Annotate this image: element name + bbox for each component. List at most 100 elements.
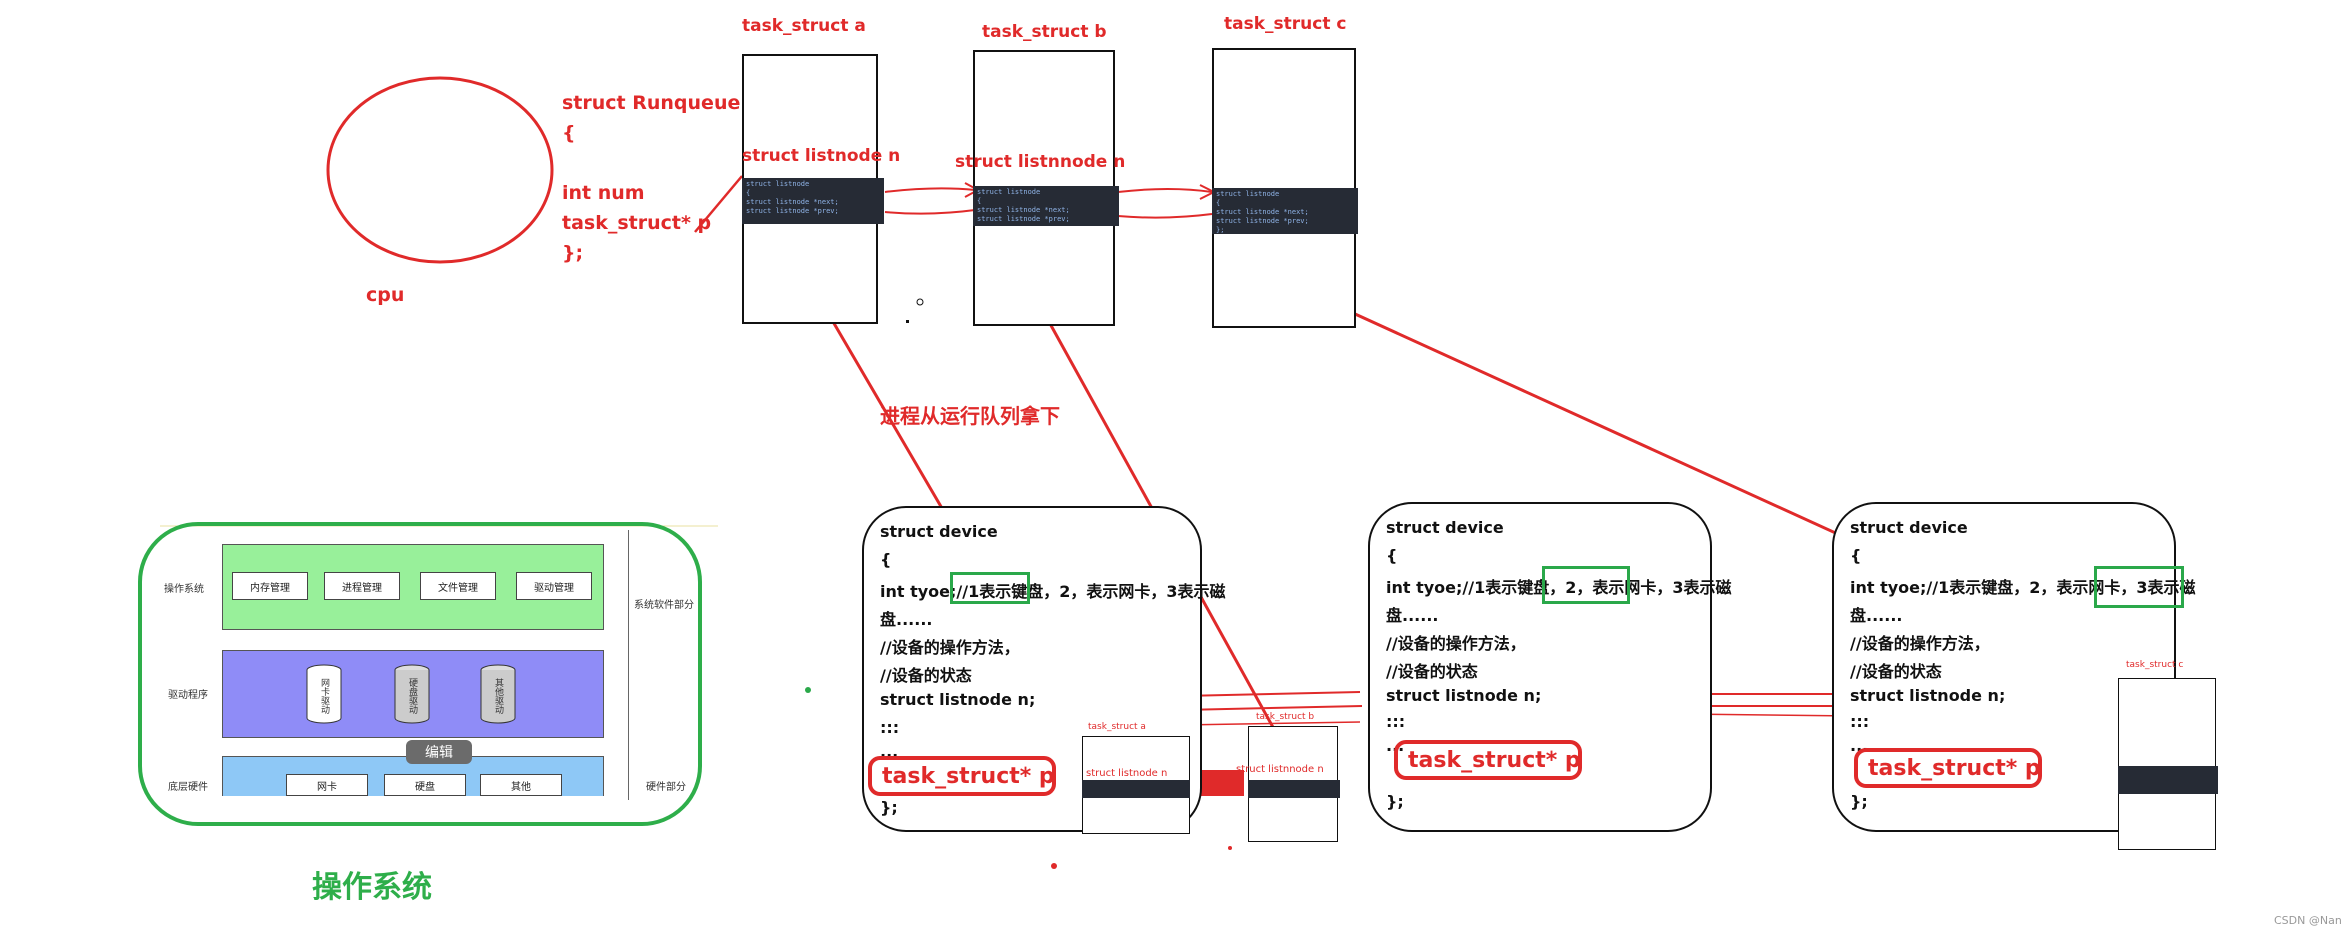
driver-label-1: 网卡驱动 (319, 678, 329, 714)
os-side-hw-part: 硬件部分 (646, 782, 686, 793)
device-1-highlight (950, 572, 1030, 604)
device-2-line-3: 盘...... (1386, 606, 1439, 625)
hw-disk: 硬盘 (384, 774, 466, 796)
task-b-code-3: struct listnode *prev; (977, 215, 1070, 223)
task-c-title: task_struct c (1224, 14, 1347, 34)
small-task-a-code (1082, 780, 1190, 798)
hw-other: 其他 (480, 774, 562, 796)
task-c-code: struct listnode { struct listnode *next;… (1212, 188, 1358, 234)
device-2-highlight (1542, 566, 1630, 604)
device-3-line-10: }; (1850, 792, 1868, 811)
driver-cylinder-3 (480, 664, 516, 724)
os-side-system: 操作系统 (164, 584, 204, 595)
device-3-line-0: struct device (1850, 518, 1968, 537)
small-task-b-node-label: struct listnnode n (1236, 764, 1324, 775)
stray-dot-1 (805, 687, 811, 693)
task-a-code: struct listnode { struct listnode *next;… (742, 178, 884, 224)
device-2-line-5: //设备的状态 (1386, 662, 1478, 681)
device-2-line-6: struct listnode n; (1386, 686, 1542, 705)
runqueue-line-5: }; (562, 242, 584, 264)
device-3-line-6: struct listnode n; (1850, 686, 2006, 705)
driver-label-2: 硬盘驱动 (407, 678, 417, 714)
edit-button[interactable]: 编辑 (406, 740, 472, 764)
os-mod-memory: 内存管理 (232, 572, 308, 600)
runqueue-line-1: { (562, 122, 576, 144)
device-3-line-3: 盘...... (1850, 606, 1903, 625)
device-1-pointer: task_struct* p (868, 756, 1056, 796)
cpu-label: cpu (366, 284, 405, 306)
runqueue-line-0: struct Runqueue (562, 92, 741, 114)
os-side-software: 系统软件部分 (634, 600, 694, 611)
link-b-to-c-next (1117, 188, 1213, 193)
task-c-code-3: struct listnode *prev; (1216, 217, 1309, 225)
device-1-line-2: int tyoe;//1表示键盘，2，表示网卡，3表示磁 (880, 582, 1226, 601)
task-b-title: task_struct b (982, 22, 1107, 42)
small-task-a-title: task_struct a (1088, 722, 1146, 732)
runqueue-line-3: int num (562, 182, 645, 204)
os-mod-file: 文件管理 (420, 572, 496, 600)
task-a-code-0: struct listnode (746, 180, 810, 188)
device-3-line-1: { (1850, 546, 1862, 565)
cpu-ellipse (326, 76, 554, 264)
task-b-code-0: struct listnode (977, 188, 1041, 196)
stray-dot-6 (906, 320, 909, 323)
os-divider (628, 530, 629, 800)
device-3-highlight (2094, 566, 2184, 608)
link-b-to-a-prev (884, 209, 976, 215)
device-1-line-1: { (880, 550, 892, 569)
os-title: 操作系统 (312, 870, 432, 905)
task-c-code-0: struct listnode (1216, 190, 1280, 198)
runqueue-line-2 (562, 148, 740, 178)
os-side-hardware: 底层硬件 (168, 782, 208, 793)
task-c-code-1: { (1216, 199, 1221, 207)
link-c-to-b-prev (1117, 213, 1213, 219)
runqueue-pointer-arrow (694, 175, 743, 233)
driver-label-3: 其他驱动 (493, 678, 503, 714)
device-2-pointer: task_struct* p (1394, 740, 1582, 780)
device-3-line-4: //设备的操作方法， (1850, 634, 1990, 653)
small-task-c-box (2118, 678, 2216, 850)
dequeue-annotation: 进程从运行队列拿下 (880, 404, 1060, 428)
device-3-line-2: int tyoe;//1表示键盘，2，表示网卡，3表示磁 (1850, 578, 2196, 597)
device-2-line-1: { (1386, 546, 1398, 565)
device-2-line-7: ::: (1386, 712, 1406, 731)
small-task-b-code (1248, 780, 1340, 798)
os-frame (138, 522, 702, 826)
task-a-code-3: struct listnode *prev; (746, 207, 839, 215)
device-1-line-3: 盘...... (880, 610, 933, 629)
task-b-code: struct listnode { struct listnode *next;… (973, 186, 1119, 226)
device-3-line-5: //设备的状态 (1850, 662, 1942, 681)
device-2-line-10: }; (1386, 792, 1404, 811)
stray-dot-7 (916, 298, 924, 306)
device-1-line-4: //设备的操作方法， (880, 638, 1020, 657)
task-b-code-1: { (977, 197, 982, 205)
task-a-title: task_struct a (742, 16, 866, 36)
driver-cylinder-2 (394, 664, 430, 724)
os-mod-process: 进程管理 (324, 572, 400, 600)
watermark: CSDN @Nan (2274, 914, 2342, 927)
task-b-node-label: struct listnnode n (955, 152, 1126, 172)
link-a-to-b-next (884, 187, 976, 193)
device-2-line-2: int tyoe;//1表示键盘，2，表示网卡，3表示磁 (1386, 578, 1732, 597)
task-a-code-1: { (746, 189, 751, 197)
small-task-b-title: task_struct b (1256, 712, 1315, 722)
task-b-code-2: struct listnode *next; (977, 206, 1070, 214)
driver-cylinder-1 (306, 664, 342, 724)
task-c-code-4: }; (1216, 226, 1225, 234)
hw-nic: 网卡 (286, 774, 368, 796)
task-a-code-2: struct listnode *next; (746, 198, 839, 206)
small-task-c-code (2118, 766, 2218, 794)
device-3-pointer: task_struct* p (1854, 748, 2042, 788)
device-2-line-4: //设备的操作方法， (1386, 634, 1526, 653)
device-1-line-7: ::: (880, 718, 900, 737)
stray-dot-4 (1051, 863, 1057, 869)
device-3-line-7: ::: (1850, 712, 1870, 731)
small-task-a-node-label: struct listnode n (1086, 768, 1168, 779)
runqueue-line-4: task_struct* p (562, 212, 712, 234)
device-1-line-0: struct device (880, 522, 998, 541)
device-1-line-5: //设备的状态 (880, 666, 972, 685)
device-2-line-0: struct device (1386, 518, 1504, 537)
task-c-code-2: struct listnode *next; (1216, 208, 1309, 216)
task-a-node-label: struct listnode n (742, 146, 901, 166)
device-1-line-6: struct listnode n; (880, 690, 1036, 709)
